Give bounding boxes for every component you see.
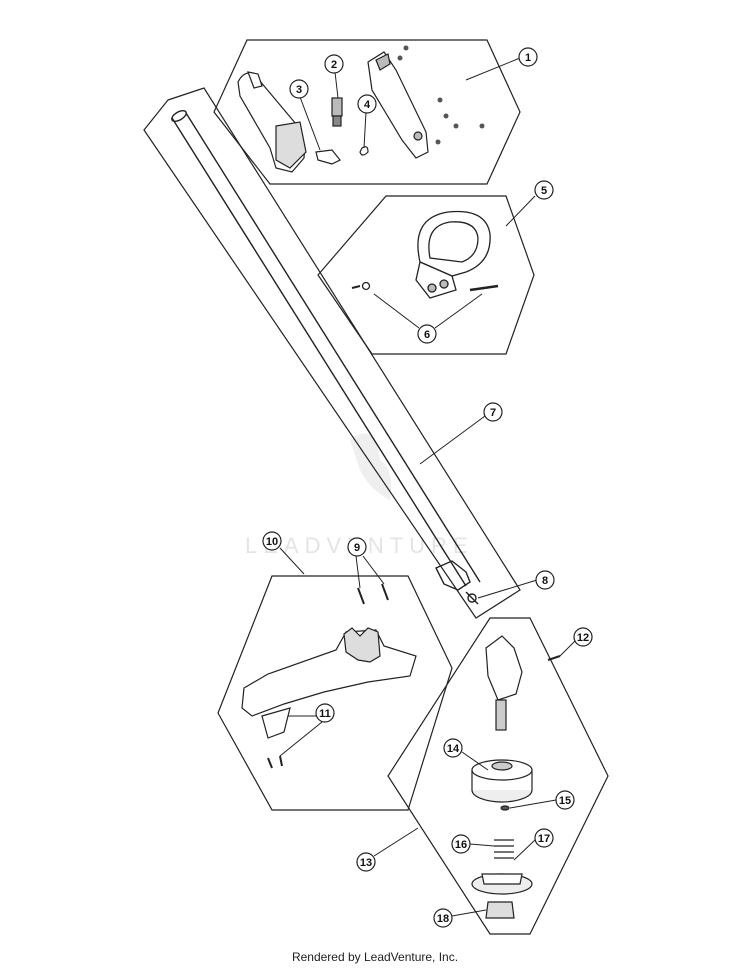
callout-2: 2	[324, 54, 344, 74]
rear-handle-assembly	[237, 45, 485, 173]
leader-13	[373, 827, 419, 857]
callout-label: 16	[455, 839, 467, 851]
leader-2	[334, 71, 339, 99]
leader-9b	[362, 555, 385, 585]
callout-circle	[324, 54, 344, 74]
callout-circle	[443, 738, 463, 758]
callout-10: 10	[262, 531, 282, 551]
callout-label: 12	[577, 632, 589, 644]
shaft	[171, 110, 481, 605]
callout-circle	[289, 79, 309, 99]
callout-label: 9	[354, 542, 360, 554]
callout-12: 12	[573, 627, 593, 647]
callout-label: 5	[541, 185, 547, 197]
callout-1: 1	[518, 47, 538, 67]
callout-label: 1	[525, 52, 531, 64]
leader-18	[451, 909, 487, 917]
trimmer-head-assembly	[471, 635, 561, 919]
callout-label: 7	[490, 407, 496, 419]
leader-6a	[373, 293, 420, 329]
callout-circle	[451, 834, 471, 854]
callout-circle	[573, 627, 593, 647]
callout-7: 7	[483, 402, 503, 422]
callout-15: 15	[555, 790, 575, 810]
callout-circle	[417, 324, 437, 344]
leader-4	[363, 111, 367, 149]
callout-label: 14	[447, 743, 460, 755]
callout-13: 13	[356, 852, 376, 872]
callout-circle	[357, 94, 377, 114]
leader-8	[477, 579, 538, 599]
callout-circle	[535, 570, 555, 590]
callout-4: 4	[357, 94, 377, 114]
group-10-outline	[217, 575, 453, 811]
callout-5: 5	[534, 180, 554, 200]
callout-3: 3	[289, 79, 309, 99]
guard-assembly	[241, 583, 417, 769]
group-7-outline	[143, 87, 521, 619]
callout-label: 13	[360, 857, 372, 869]
group-5-outline	[317, 195, 535, 355]
callout-circle	[534, 180, 554, 200]
callout-circle	[518, 47, 538, 67]
callout-label: 4	[364, 99, 371, 111]
leader-1	[465, 57, 521, 81]
callout-label: 8	[542, 575, 548, 587]
callout-circle	[555, 790, 575, 810]
leader-17	[513, 839, 536, 861]
callout-label: 3	[296, 84, 302, 96]
callout-label: 17	[538, 833, 550, 845]
leader-3	[299, 96, 321, 151]
callout-circle	[347, 537, 367, 557]
leader-16	[469, 843, 495, 847]
callout-label: 15	[559, 795, 571, 807]
leader-14	[461, 751, 489, 771]
callout-circle	[534, 828, 554, 848]
leader-9a	[355, 555, 361, 589]
callout-circle	[315, 703, 335, 723]
callout-9: 9	[347, 537, 367, 557]
group-13-outline	[387, 617, 609, 935]
callout-circle	[262, 531, 282, 551]
leader-6b	[434, 293, 483, 329]
leader-15	[509, 799, 557, 809]
leader-7	[419, 415, 486, 465]
leader-12	[559, 640, 576, 657]
callout-circle	[483, 402, 503, 422]
callout-17: 17	[534, 828, 554, 848]
callout-18: 18	[433, 908, 453, 928]
callout-11: 11	[315, 703, 335, 723]
callout-label: 2	[331, 59, 337, 71]
callout-circle	[433, 908, 453, 928]
callout-circle	[356, 852, 376, 872]
callout-6: 6	[417, 324, 437, 344]
callout-14: 14	[443, 738, 463, 758]
group-1-outline	[213, 39, 521, 185]
leader-10	[279, 547, 305, 575]
callout-label: 18	[437, 913, 449, 925]
callout-label: 6	[424, 329, 430, 341]
leader-5	[505, 195, 536, 227]
callout-16: 16	[451, 834, 471, 854]
loop-handle-assembly	[351, 210, 499, 299]
callout-8: 8	[535, 570, 555, 590]
leader-11b	[279, 721, 323, 757]
callout-label: 10	[266, 536, 278, 548]
callout-label: 11	[319, 708, 331, 720]
footer-credit: Rendered by LeadVenture, Inc.	[291, 950, 459, 964]
